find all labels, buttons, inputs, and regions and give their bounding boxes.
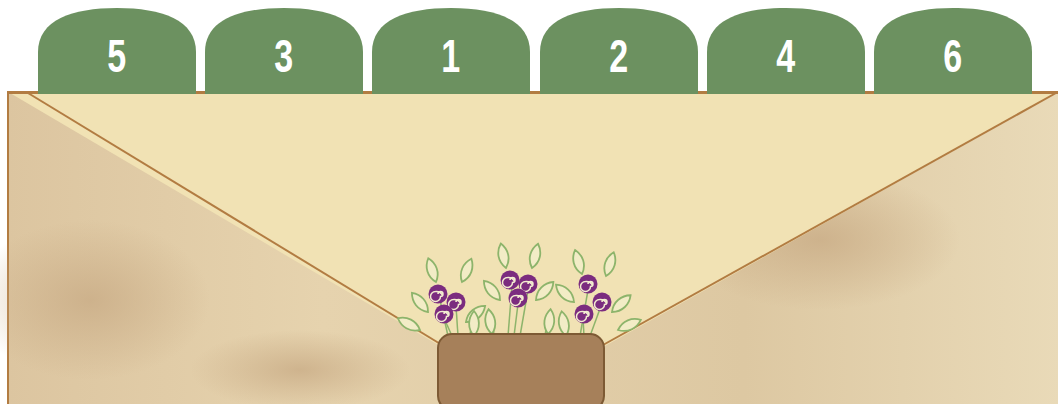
callout-number: 3 [275, 23, 294, 79]
numbered-dome: 3 [205, 8, 363, 94]
dome-outline [707, 8, 865, 94]
rose-flowers [429, 271, 612, 324]
sight-line [28, 93, 442, 345]
flower-leaves [396, 243, 643, 337]
callout-number: 5 [108, 23, 127, 79]
dome-outline [540, 8, 698, 94]
callout-number: 6 [944, 23, 963, 79]
numbered-dome: 5 [38, 8, 196, 94]
callout-number: 4 [777, 23, 796, 79]
ground-shade [0, 220, 210, 380]
dome-outline [874, 8, 1032, 94]
dome-outline [38, 8, 196, 94]
numbered-dome: 6 [874, 8, 1032, 94]
ground-shade [190, 330, 410, 404]
callout-number: 1 [442, 23, 461, 79]
view-cone [10, 93, 1057, 346]
flower-stems [440, 286, 601, 336]
numbered-dome: 2 [540, 8, 698, 94]
callout-number: 2 [610, 23, 629, 79]
planter-box [438, 334, 604, 404]
sight-line [603, 93, 1056, 345]
dome-outline [205, 8, 363, 94]
numbered-dome: 4 [707, 8, 865, 94]
dome-outline [372, 8, 530, 94]
numbered-dome: 1 [372, 8, 530, 94]
